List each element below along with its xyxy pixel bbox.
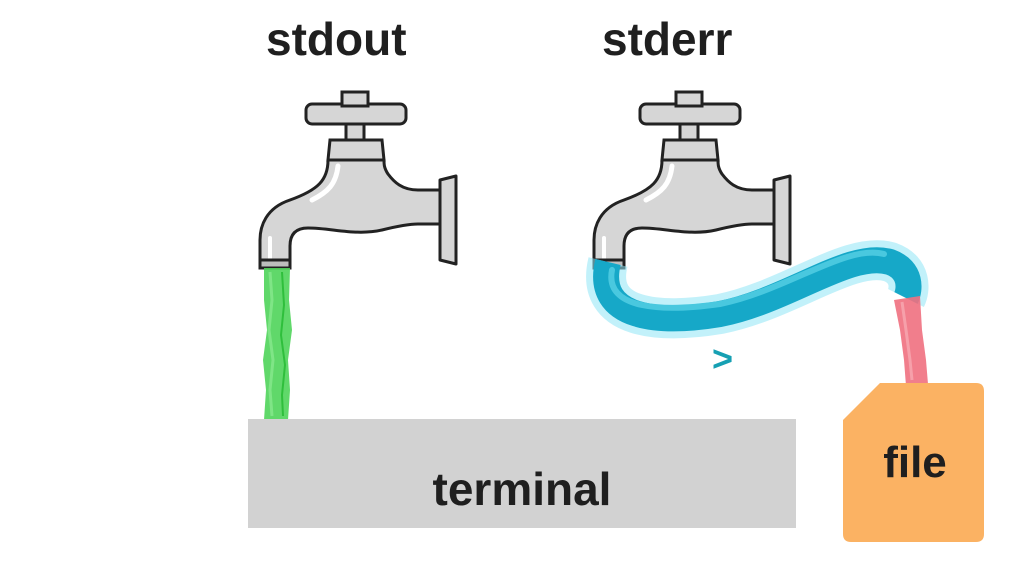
stderr-faucet-icon — [594, 92, 790, 268]
redirect-operator: > — [712, 338, 734, 379]
stdout-label: stdout — [266, 13, 407, 65]
stderr-label: stderr — [602, 13, 733, 65]
stderr-flow — [894, 296, 928, 386]
stdout-flow — [263, 268, 292, 420]
hose-icon — [586, 240, 929, 339]
file-icon — [843, 383, 984, 542]
terminal-label: terminal — [432, 463, 612, 515]
terminal-box: terminal — [248, 419, 796, 528]
stdout-faucet-icon — [260, 92, 456, 268]
file-label: file — [883, 438, 947, 487]
